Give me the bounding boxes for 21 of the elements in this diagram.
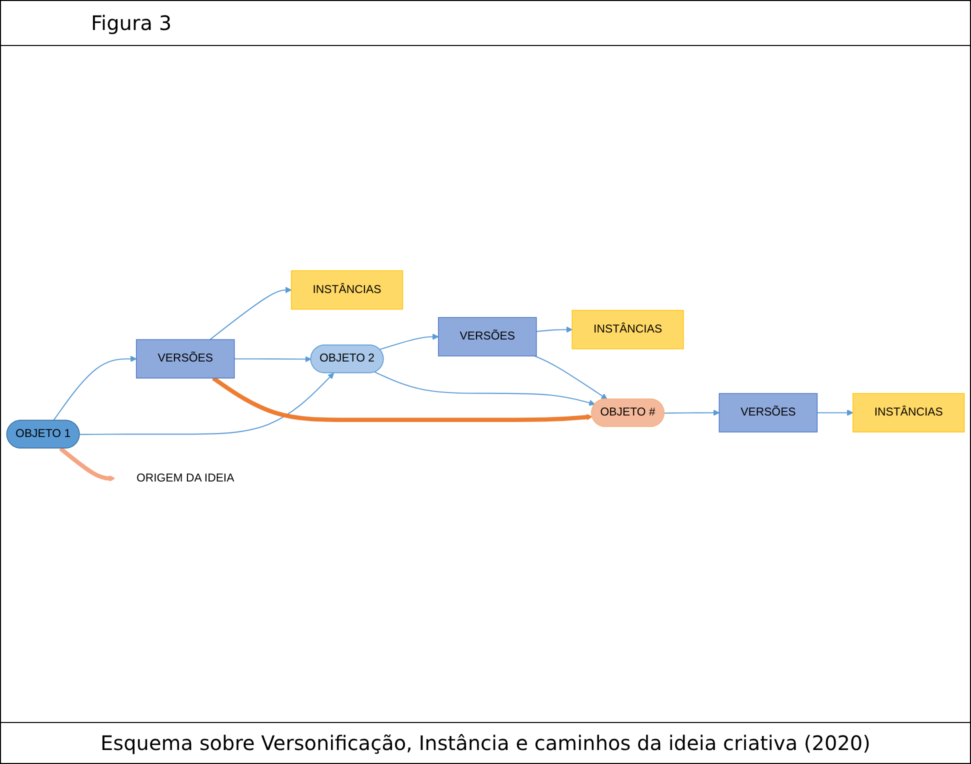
node-box: VERSÕES: [718, 392, 818, 432]
arrow: [817, 409, 854, 416]
node-box: INSTÂNCIAS: [290, 270, 404, 310]
figure-caption: Esquema sobre Versonificação, Instância e caminhos da ideia criativa (2020): [1, 722, 970, 763]
node-box: INSTÂNCIAS: [852, 392, 965, 432]
arrow: [374, 371, 596, 406]
arrow: [212, 376, 593, 422]
arrow: [536, 326, 572, 333]
figure-title: Figura 3: [1, 1, 970, 46]
arrow: [80, 372, 334, 435]
arrow: [534, 355, 608, 400]
arrow: [59, 446, 116, 482]
arrow: [664, 409, 720, 416]
node-box: VERSÕES: [438, 316, 537, 356]
node-box: VERSÕES: [136, 339, 235, 378]
arrow: [53, 356, 137, 421]
arrow: [234, 356, 312, 362]
arrow: [380, 333, 439, 350]
node-box: INSTÂNCIAS: [572, 310, 684, 350]
node-text: ORIGEM DA IDEIA: [136, 472, 234, 484]
arrow: [210, 286, 292, 340]
